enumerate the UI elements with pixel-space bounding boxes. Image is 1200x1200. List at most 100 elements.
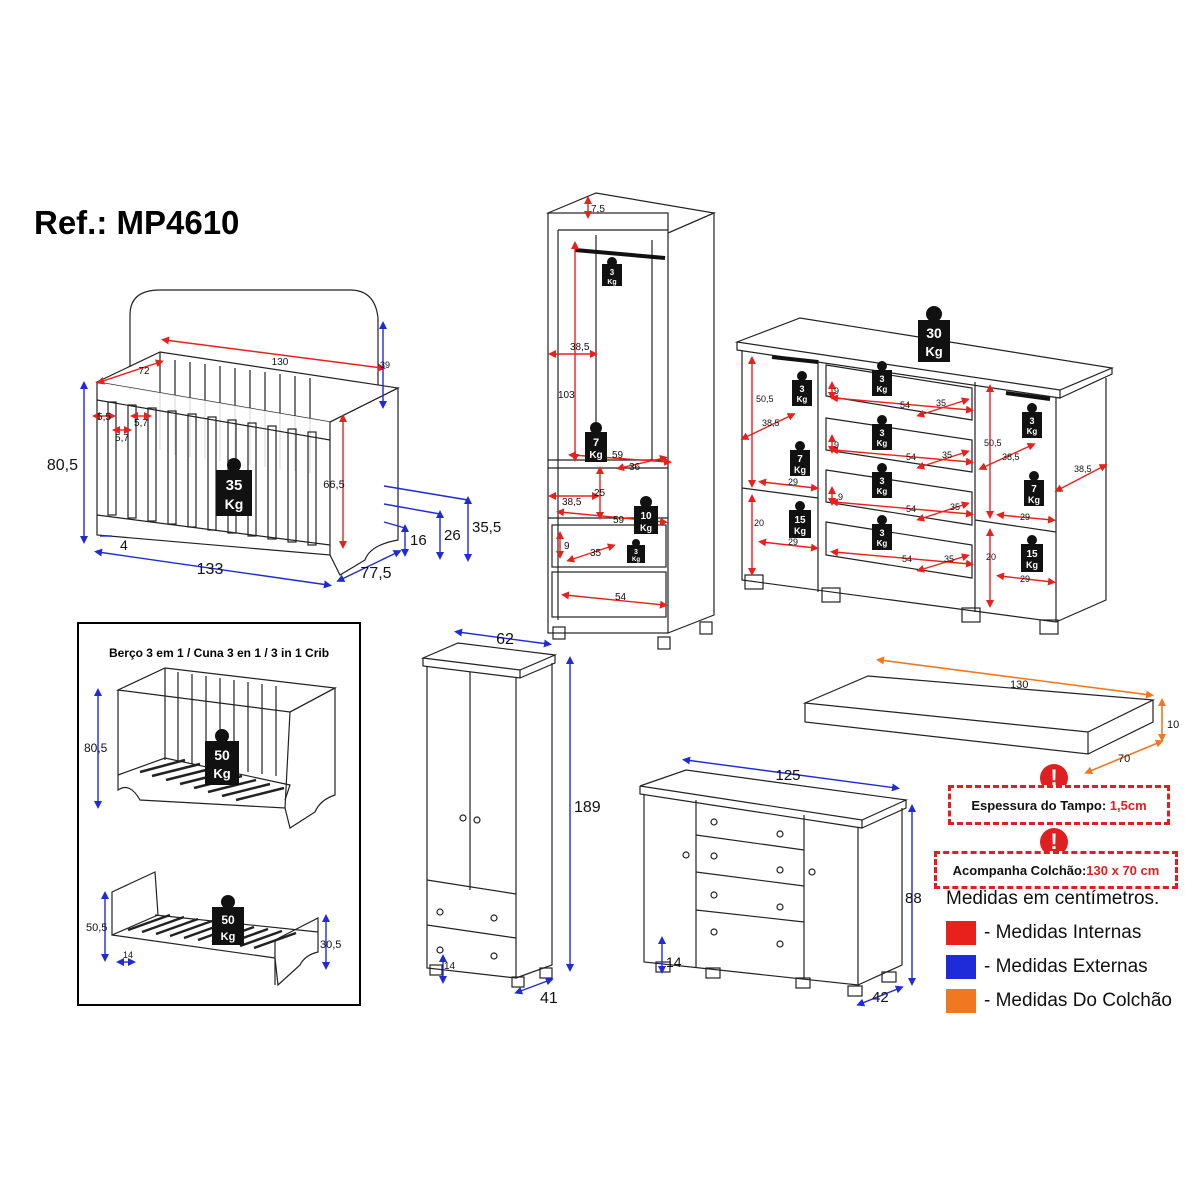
legend-item-internal: - Medidas Internas (946, 916, 1196, 950)
svg-text:Kg: Kg (589, 450, 602, 461)
crib-drawing (95, 289, 400, 576)
dres-9b-label: 9 (834, 440, 839, 450)
legend-swatch-mattress (946, 989, 976, 1013)
svg-text:3: 3 (799, 384, 804, 394)
dres-54a-label: 54 (900, 400, 910, 410)
dresser-weights: 30 Kg 3 Kg 3 Kg 7 Kg 15 Kg (789, 306, 1044, 572)
svg-text:3: 3 (610, 268, 615, 277)
dresser-rod-right-weight: 3 Kg (1022, 403, 1042, 438)
bed-height-label: 50,5 (86, 922, 107, 934)
toddler-bed-dimensions (101, 891, 330, 970)
legend-swatch-internal (946, 921, 976, 945)
legend-swatch-external (946, 955, 976, 979)
tampo-value: 1,5cm (1109, 797, 1147, 813)
svg-text:Kg: Kg (797, 395, 808, 404)
svg-text:Kg: Kg (877, 385, 888, 394)
crib-slat-gap-c: 5,7 (134, 418, 148, 429)
dres-385b-label: 38,5 (1002, 452, 1020, 462)
armoire-drawing (420, 642, 558, 988)
svg-text:Kg: Kg (640, 523, 652, 533)
colchao-label: Acompanha Colchão: (952, 862, 1087, 878)
dres-20b-label: 20 (986, 552, 996, 562)
ward-36-label: 36 (629, 462, 641, 473)
ward-54-label: 54 (615, 592, 627, 603)
svg-text:Kg: Kg (794, 465, 806, 475)
svg-text:Kg: Kg (213, 766, 230, 781)
crib-base-26-label: 26 (444, 527, 461, 544)
colchao-value: 130 x 70 cm (1086, 862, 1160, 878)
svg-text:50: 50 (221, 913, 235, 927)
svg-text:Kg: Kg (632, 557, 640, 563)
ward-drawer-weight: 3 Kg (627, 539, 645, 563)
svg-text:Kg: Kg (1028, 495, 1040, 505)
svg-text:3: 3 (1029, 416, 1034, 426)
svg-text:Kg: Kg (877, 439, 888, 448)
crib-base-355-label: 35,5 (472, 519, 501, 536)
svg-text:3: 3 (879, 528, 884, 538)
chest-dimensions (658, 756, 916, 1007)
svg-text:Kg: Kg (877, 539, 888, 548)
crib-int-height-label: 66,5 (323, 479, 344, 491)
dresser-bottom-left-weight: 15 Kg (789, 501, 811, 538)
svg-text:10: 10 (640, 511, 652, 522)
dres-29b-label: 29 (788, 537, 798, 547)
crib-dimensions (80, 321, 472, 589)
svg-text:Kg: Kg (794, 526, 806, 536)
tampo-notice: Espessura do Tampo: 1,5cm (948, 785, 1170, 825)
dres-29c-label: 29 (1020, 512, 1030, 522)
ward-385a-label: 38,5 (570, 342, 590, 353)
ward-35-label: 35 (590, 548, 602, 559)
dresser-drawer3-weight: 3 Kg (872, 463, 892, 498)
tampo-label: Espessura do Tampo: (971, 797, 1107, 813)
legend-heading: Medidas em centímetros. (946, 888, 1160, 909)
crib-configurations-box: Berço 3 em 1 / Cuna 3 en 1 / 3 in 1 Crib (77, 622, 361, 1006)
ward-9-label: 9 (564, 541, 570, 552)
wardrobe-interior-drawing (545, 192, 717, 650)
dresser-shelf-left-weight: 7 Kg (790, 441, 810, 476)
svg-text:15: 15 (794, 515, 806, 526)
dresser-interior-dimensions (740, 356, 1108, 608)
svg-text:15: 15 (1026, 549, 1038, 560)
dresser-shelf-right-weight: 7 Kg (1024, 471, 1044, 506)
bed-side-label: 30,5 (320, 939, 341, 951)
dres-385a-label: 38,5 (762, 418, 780, 428)
crib-box-title: Berço 3 em 1 / Cuna 3 en 1 / 3 in 1 Crib (108, 646, 330, 660)
armoire-foot-label: 14 (444, 961, 456, 972)
crib-int-depth-label: 72 (138, 366, 150, 377)
dresser-rod-left-weight: 3 Kg (792, 371, 812, 406)
armoire-depth-label: 41 (540, 990, 558, 1007)
dresser-drawer2-weight: 3 Kg (872, 415, 892, 450)
chest-depth-label: 42 (872, 989, 889, 1006)
chest-height-label: 88 (905, 890, 922, 907)
legend-label-internal: - Medidas Internas (984, 922, 1142, 943)
armoire-dimensions (439, 628, 574, 995)
dres-505a-label: 50,5 (756, 394, 774, 404)
svg-text:Kg: Kg (221, 931, 236, 943)
crib-weight-value: 35 (226, 477, 243, 494)
svg-text:7: 7 (1031, 484, 1037, 495)
svg-text:7: 7 (593, 437, 599, 449)
crib-height-label: 80,5 (47, 457, 78, 474)
svg-text:Kg: Kg (1027, 427, 1038, 436)
ward-top-label: 7,5 (591, 204, 605, 215)
dres-54d-label: 54 (902, 554, 912, 564)
dres-9c-label: 9 (838, 492, 843, 502)
dres-9a-label: 9 (834, 386, 839, 396)
ward-103-label: 103 (558, 390, 575, 401)
svg-text:3: 3 (879, 476, 884, 486)
dres-20a-label: 20 (754, 518, 764, 528)
svg-text:3: 3 (879, 374, 884, 384)
ward-25-label: 25 (594, 488, 606, 499)
bed-foot-label: 14 (123, 950, 133, 960)
crib-slat-gap-a: 5,5 (97, 412, 111, 423)
mini-height-label: 80,5 (84, 741, 108, 755)
dres-54b-label: 54 (906, 452, 916, 462)
ward-385b-label: 38,5 (562, 497, 582, 508)
svg-text:Kg: Kg (607, 279, 616, 286)
crib-front-slats (107, 401, 317, 546)
legend: Medidas em centímetros. - Medidas Intern… (946, 888, 1196, 1018)
legend-item-external: - Medidas Externas (946, 950, 1196, 984)
dres-35b-label: 35 (942, 450, 952, 460)
svg-text:7: 7 (797, 454, 803, 465)
armoire-height-label: 189 (574, 799, 601, 816)
